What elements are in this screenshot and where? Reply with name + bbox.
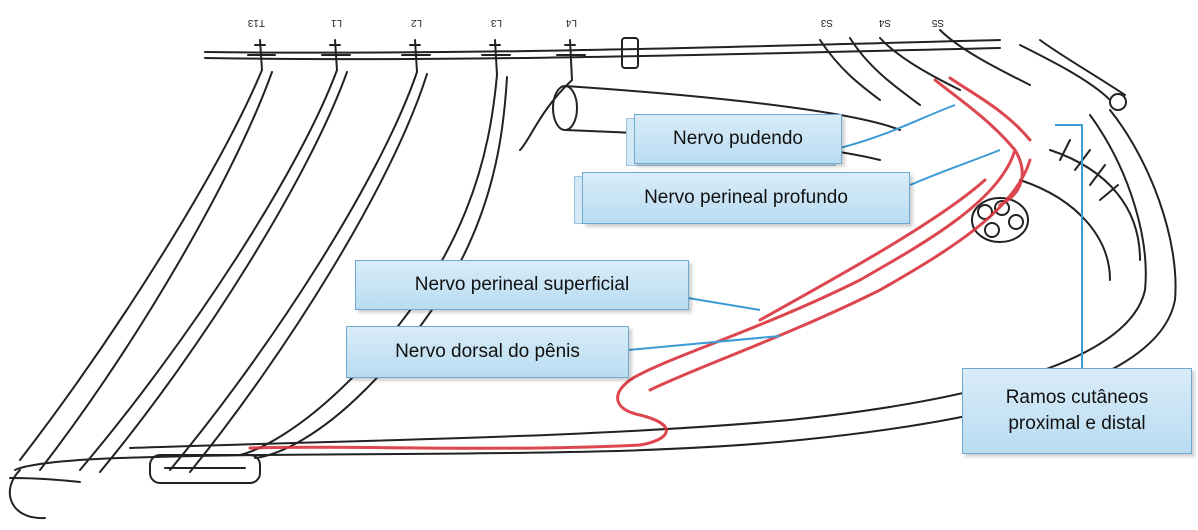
svg-text:L3: L3 — [490, 17, 502, 28]
label-ramos-cutaneos: Ramos cutâneos proximal e distal — [962, 368, 1192, 454]
svg-text:L2: L2 — [410, 17, 422, 28]
label-text: Nervo dorsal do pênis — [395, 339, 580, 365]
label-text-line1: Ramos cutâneos — [1006, 385, 1149, 411]
svg-text:S4: S4 — [878, 17, 891, 28]
label-nervo-pudendo: Nervo pudendo — [634, 114, 842, 164]
label-nervo-perineal-profundo: Nervo perineal profundo — [582, 172, 910, 224]
svg-text:S3: S3 — [820, 17, 833, 28]
svg-text:T13: T13 — [247, 17, 265, 28]
label-text: Nervo pudendo — [673, 126, 803, 152]
label-text-line2: proximal e distal — [1008, 411, 1145, 437]
label-nervo-perineal-superficial: Nervo perineal superficial — [355, 260, 689, 310]
label-text: Nervo perineal superficial — [415, 272, 629, 298]
label-text: Nervo perineal profundo — [644, 185, 848, 211]
svg-text:L4: L4 — [565, 17, 577, 28]
svg-text:L1: L1 — [330, 17, 342, 28]
svg-text:S5: S5 — [931, 17, 944, 28]
label-nervo-dorsal-penis: Nervo dorsal do pênis — [346, 326, 629, 378]
